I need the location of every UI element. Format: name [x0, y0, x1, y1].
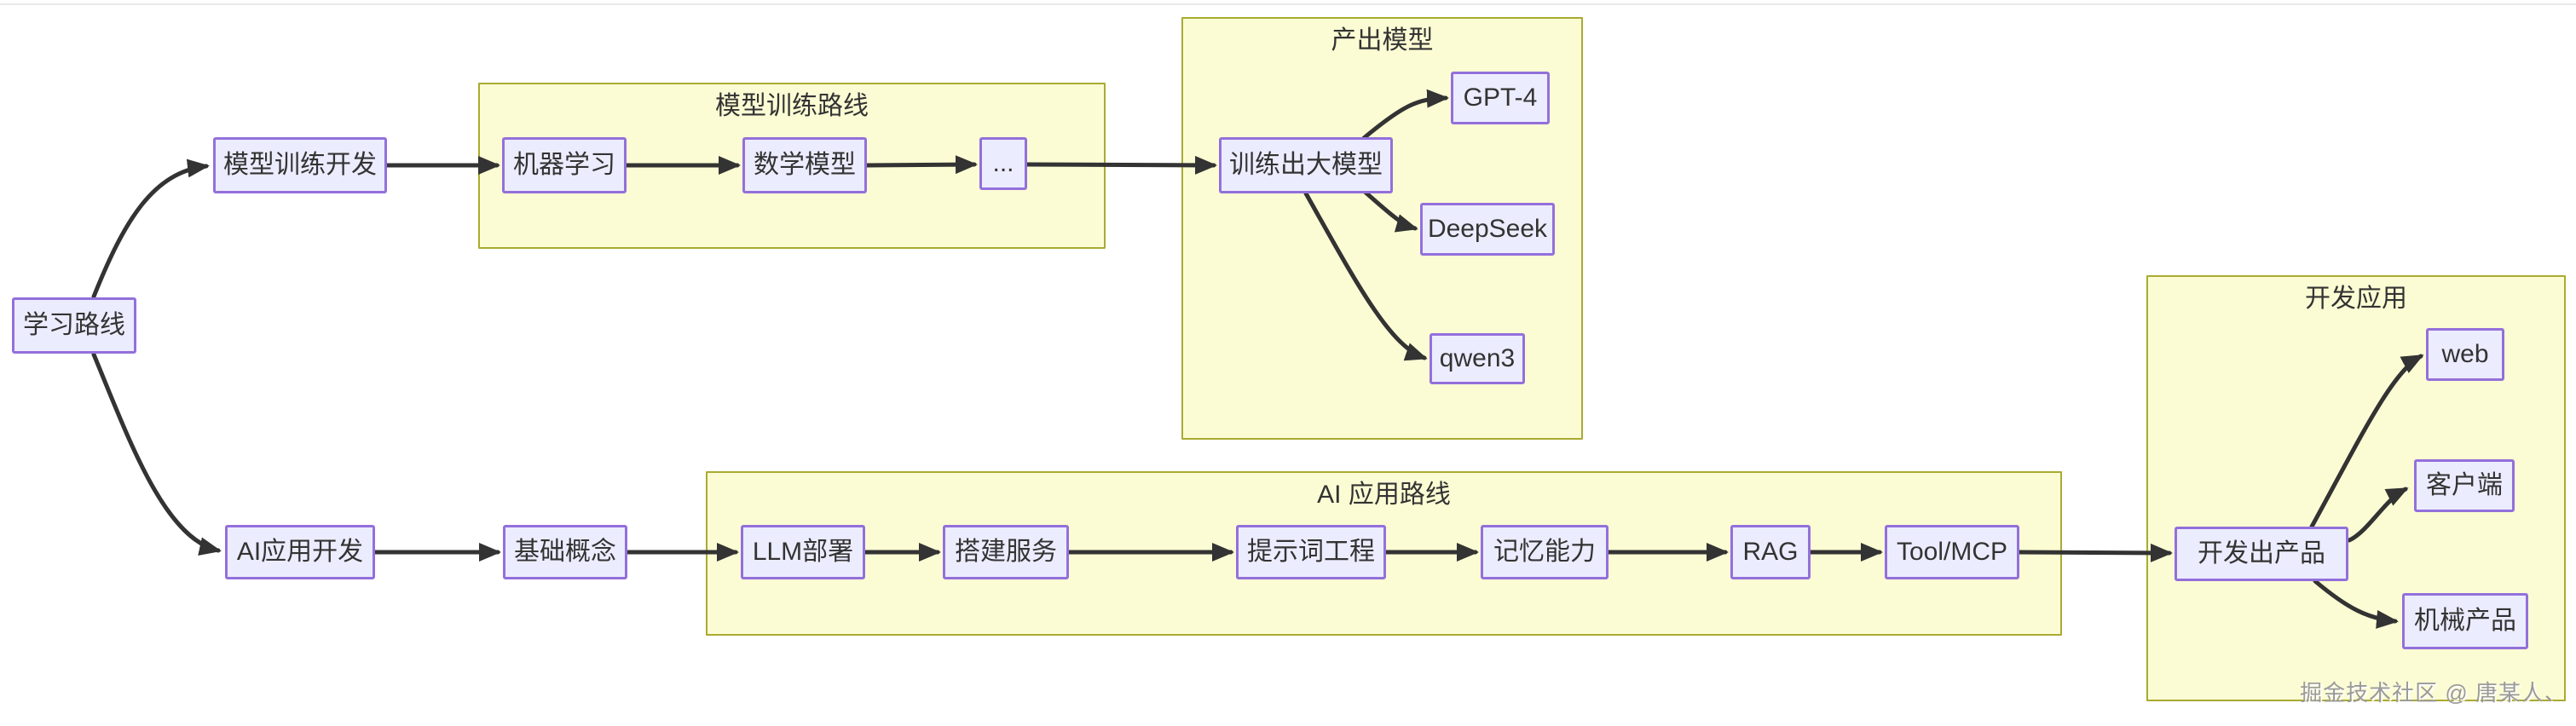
subgraph-label-model-training-route: 模型训练路线	[715, 92, 869, 120]
node-label-client: 客户端	[2426, 471, 2503, 499]
edge-start-to-ai-app-dev	[91, 352, 222, 556]
node-label-deepseek: DeepSeek	[1427, 215, 1548, 243]
subgraph-label-output-models: 产出模型	[1331, 26, 1434, 55]
node-label-build-service: 搭建服务	[955, 538, 1057, 566]
node-label-tool-mcp: Tool/MCP	[1896, 538, 2008, 566]
node-qwen3: qwen3	[1430, 333, 1525, 384]
node-label-llm-deploy: LLM部署	[752, 538, 854, 566]
node-label-machine-learning: 机器学习	[513, 151, 615, 179]
node-rag: RAG	[1730, 525, 1811, 579]
node-prompt-eng: 提示词工程	[1236, 525, 1386, 579]
node-tool-mcp: Tool/MCP	[1885, 525, 2019, 579]
node-dev-product: 开发出产品	[2175, 527, 2348, 581]
node-deepseek: DeepSeek	[1420, 203, 1555, 256]
node-label-start: 学习路线	[23, 311, 125, 339]
node-label-basic-concepts: 基础概念	[514, 538, 616, 566]
edge-dev-product-to-client	[2347, 487, 2409, 543]
node-client: 客户端	[2414, 459, 2515, 512]
edge-dev-product-to-web	[2309, 354, 2424, 529]
node-basic-concepts: 基础概念	[503, 525, 627, 579]
subgraph-label-dev-apps: 开发应用	[2305, 285, 2407, 313]
edge-train-big-model-to-gpt4	[1361, 89, 1449, 141]
edge-train-big-model-to-deepseek	[1361, 188, 1418, 233]
node-label-ai-app-dev: AI应用开发	[236, 538, 364, 566]
subgraph-label-ai-app-route: AI 应用路线	[1317, 481, 1451, 509]
node-label-qwen3: qwen3	[1439, 344, 1516, 372]
edge-start-to-model-train-dev	[91, 158, 210, 299]
node-ellipsis: ...	[979, 137, 1027, 190]
node-label-memory: 记忆能力	[1493, 538, 1596, 566]
node-machine-learning: 机器学习	[502, 137, 627, 193]
watermark-text: 掘金技术社区 @ 唐某人、	[2300, 680, 2567, 706]
node-start: 学习路线	[12, 297, 136, 354]
node-llm-deploy: LLM部署	[741, 525, 865, 579]
node-model-train-dev: 模型训练开发	[213, 137, 387, 193]
node-label-prompt-eng: 提示词工程	[1247, 538, 1375, 566]
top-divider	[0, 3, 2576, 5]
node-ai-app-dev: AI应用开发	[225, 525, 375, 579]
node-label-model-train-dev: 模型训练开发	[223, 151, 377, 179]
node-label-ellipsis: ...	[992, 149, 1014, 177]
node-label-math-model: 数学模型	[754, 151, 856, 179]
edge-math-model-to-ellipsis	[864, 155, 978, 175]
node-label-gpt4: GPT-4	[1463, 84, 1538, 112]
node-label-dev-product: 开发出产品	[2198, 539, 2325, 568]
node-web: web	[2426, 328, 2504, 381]
node-label-train-big-model: 训练出大模型	[1229, 151, 1383, 179]
edge-ellipsis-to-train-big-model	[1025, 155, 1217, 175]
node-memory: 记忆能力	[1481, 525, 1609, 579]
node-label-machine-product: 机械产品	[2414, 607, 2516, 635]
node-math-model: 数学模型	[742, 137, 867, 193]
edge-train-big-model-to-qwen3	[1303, 191, 1428, 361]
edge-dev-product-to-machine-product	[2313, 579, 2399, 629]
node-machine-product: 机械产品	[2402, 593, 2528, 649]
node-build-service: 搭建服务	[943, 525, 1069, 579]
node-label-web: web	[2441, 340, 2489, 368]
node-label-rag: RAG	[1742, 538, 1799, 566]
edge-tool-mcp-to-dev-product	[2017, 543, 2173, 562]
node-gpt4: GPT-4	[1451, 72, 1550, 124]
node-train-big-model: 训练出大模型	[1219, 137, 1393, 193]
